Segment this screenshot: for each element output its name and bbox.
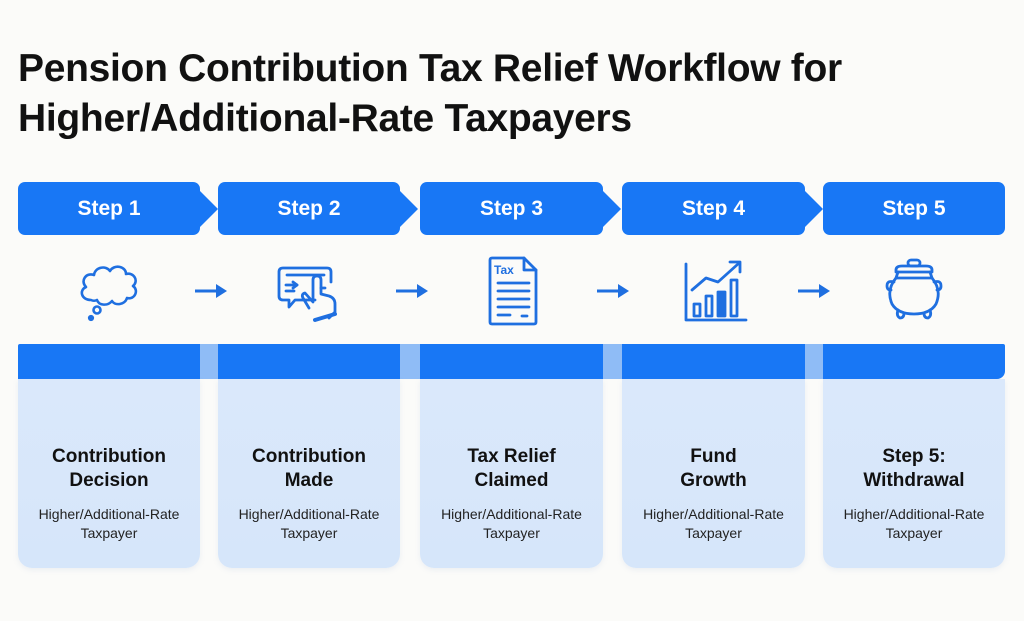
chevron-right-icon bbox=[200, 191, 218, 227]
pot-icon bbox=[885, 258, 943, 320]
step-5-title: Step 5: Withdrawal bbox=[863, 446, 965, 491]
step-5-label: Step 5 bbox=[882, 196, 946, 220]
chevron-right-icon bbox=[400, 191, 418, 227]
flow-arrow-3 bbox=[596, 280, 630, 302]
step-1-label: Step 1 bbox=[77, 196, 141, 220]
step-5-icon-cell bbox=[823, 250, 1005, 330]
step-4-label: Step 4 bbox=[681, 196, 746, 220]
right-arrow-icon bbox=[195, 284, 227, 298]
step-4-header: Step 4 bbox=[622, 182, 823, 235]
step-5-subtitle: Higher/Additional-Rate Taxpayer bbox=[843, 506, 985, 541]
band-gap-4 bbox=[805, 344, 823, 379]
right-arrow-icon bbox=[798, 284, 830, 298]
step-1-card: Contribution Decision Higher/Additional-… bbox=[18, 379, 200, 568]
step-3-label: Step 3 bbox=[479, 196, 544, 220]
step-3-header: Step 3 bbox=[420, 182, 621, 235]
step-2-icon-cell bbox=[218, 250, 400, 330]
step-2-header: Step 2 bbox=[218, 182, 418, 235]
band-gap-3 bbox=[603, 344, 622, 379]
step-1-title: Contribution Decision bbox=[52, 446, 166, 491]
step-3-title: Tax Relief Claimed bbox=[467, 446, 556, 491]
step-4-title: Fund Growth bbox=[680, 446, 747, 491]
band-segment-5 bbox=[823, 344, 1005, 379]
step-1-header: Step 1 bbox=[18, 182, 218, 235]
tax-document-icon: Tax bbox=[488, 256, 537, 326]
right-arrow-icon bbox=[597, 284, 629, 298]
band-segment-4 bbox=[622, 344, 805, 379]
step-4-subtitle: Higher/Additional-Rate Taxpayer bbox=[643, 506, 784, 541]
flow-arrow-2 bbox=[395, 280, 429, 302]
step-2-label: Step 2 bbox=[277, 196, 341, 220]
step-3-card: Tax Relief Claimed Higher/Additional-Rat… bbox=[420, 379, 603, 568]
flow-arrow-4 bbox=[797, 280, 831, 302]
step-1-icon-cell bbox=[18, 250, 200, 330]
step-1-subtitle: Higher/Additional-Rate Taxpayer bbox=[38, 506, 180, 541]
step-2-title: Contribution Made bbox=[252, 446, 366, 491]
step-2-card: Contribution Made Higher/Additional-Rate… bbox=[218, 379, 400, 568]
step-4-icon-cell bbox=[622, 250, 805, 330]
touch-payment-icon bbox=[277, 266, 337, 322]
band-segment-2 bbox=[218, 344, 400, 379]
band-segment-3 bbox=[420, 344, 603, 379]
thought-bubble-icon bbox=[80, 265, 138, 322]
band-gap-2 bbox=[400, 344, 420, 379]
step-4-card: Fund Growth Higher/Additional-Rate Taxpa… bbox=[622, 379, 805, 568]
chevron-right-icon bbox=[805, 191, 823, 227]
step-2-subtitle: Higher/Additional-Rate Taxpayer bbox=[238, 506, 380, 541]
growth-chart-icon bbox=[684, 260, 747, 322]
chevron-right-icon bbox=[603, 191, 621, 227]
step-5-card: Step 5: Withdrawal Higher/Additional-Rat… bbox=[823, 379, 1005, 568]
right-arrow-icon bbox=[396, 284, 428, 298]
band-segment-1 bbox=[18, 344, 200, 379]
page-title: Pension Contribution Tax Relief Workflow… bbox=[18, 47, 842, 140]
step-3-subtitle: Higher/Additional-Rate Taxpayer bbox=[441, 506, 582, 541]
band-gap-1 bbox=[200, 344, 218, 379]
flow-arrow-1 bbox=[194, 280, 228, 302]
svg-text:Tax: Tax bbox=[494, 263, 514, 277]
step-3-icon-cell: Tax bbox=[420, 250, 603, 330]
step-5-header: Step 5 bbox=[823, 182, 1005, 235]
